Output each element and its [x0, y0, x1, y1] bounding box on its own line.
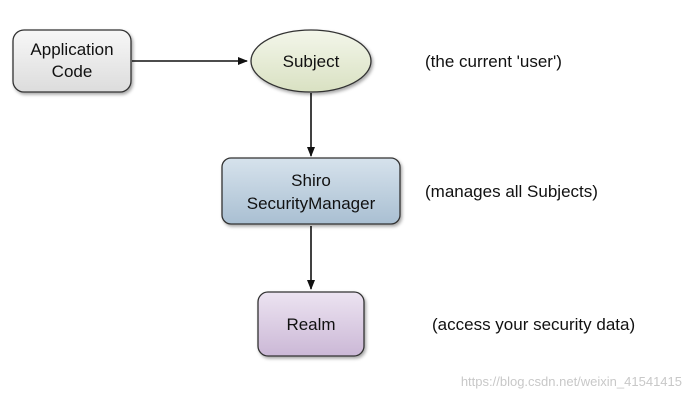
realm-note: (access your security data) [432, 315, 635, 334]
security-manager-label-line2: SecurityManager [247, 194, 376, 213]
subject-note: (the current 'user') [425, 52, 562, 71]
application-code-label-line2: Code [52, 62, 93, 81]
application-code-label-line1: Application [30, 40, 113, 59]
realm-label: Realm [286, 315, 335, 334]
node-realm: Realm [257, 291, 365, 357]
watermark-url: https://blog.csdn.net/weixin_41541415 [461, 374, 682, 389]
subject-label: Subject [283, 52, 340, 71]
security-manager-label-line1: Shiro [291, 171, 331, 190]
node-subject: Subject [250, 29, 372, 93]
node-application-code: Application Code [12, 29, 132, 93]
manager-note: (manages all Subjects) [425, 182, 598, 201]
node-security-manager: Shiro SecurityManager [221, 157, 401, 225]
